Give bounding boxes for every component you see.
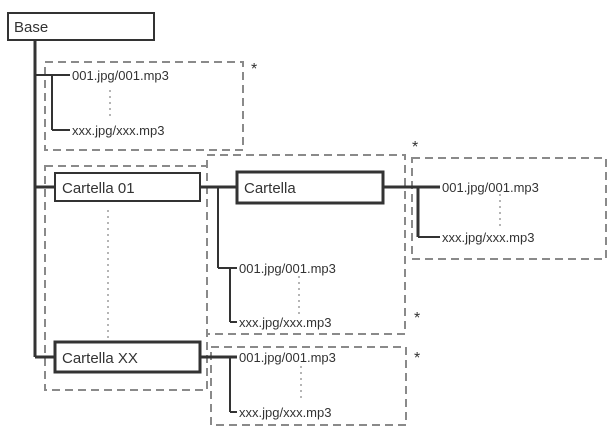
subfolder-file-last: xxx.jpg/xxx.mp3 [442,230,534,245]
root-file-first: 001.jpg/001.mp3 [72,68,169,83]
subfolder-label: Cartella [244,180,296,197]
tree-connectors [33,40,440,413]
root-files-group [44,61,244,151]
marker-cartellaXX-files: * [414,350,420,367]
cartella01-contents-group [206,154,406,335]
cartellaXX-file-first: 001.jpg/001.mp3 [239,350,336,365]
cartella01-file-first: 001.jpg/001.mp3 [239,261,336,276]
root-label: Base [14,19,48,36]
marker-cartella01-contents: * [412,139,418,156]
subfolder-files-group [411,157,607,260]
cartellaXX-file-last: xxx.jpg/xxx.mp3 [239,405,331,420]
dashed-groups [44,61,607,426]
subfolder-file-first: 001.jpg/001.mp3 [442,180,539,195]
cartellaXX-files-group [210,346,407,426]
marker-cartella01-files: * [414,310,420,327]
root-file-last: xxx.jpg/xxx.mp3 [72,123,164,138]
cartellaXX-label: Cartella XX [62,350,138,367]
cartella01-file-last: xxx.jpg/xxx.mp3 [239,315,331,330]
root-box [7,12,155,41]
dotted-continuations [107,90,501,402]
cartellaXX-box [53,340,202,374]
cartella01-label: Cartella 01 [62,180,135,197]
cartella01-box [54,172,201,202]
marker-root-files: * [251,61,257,78]
folder-boxes [7,12,385,374]
subfolder-box [235,170,385,205]
